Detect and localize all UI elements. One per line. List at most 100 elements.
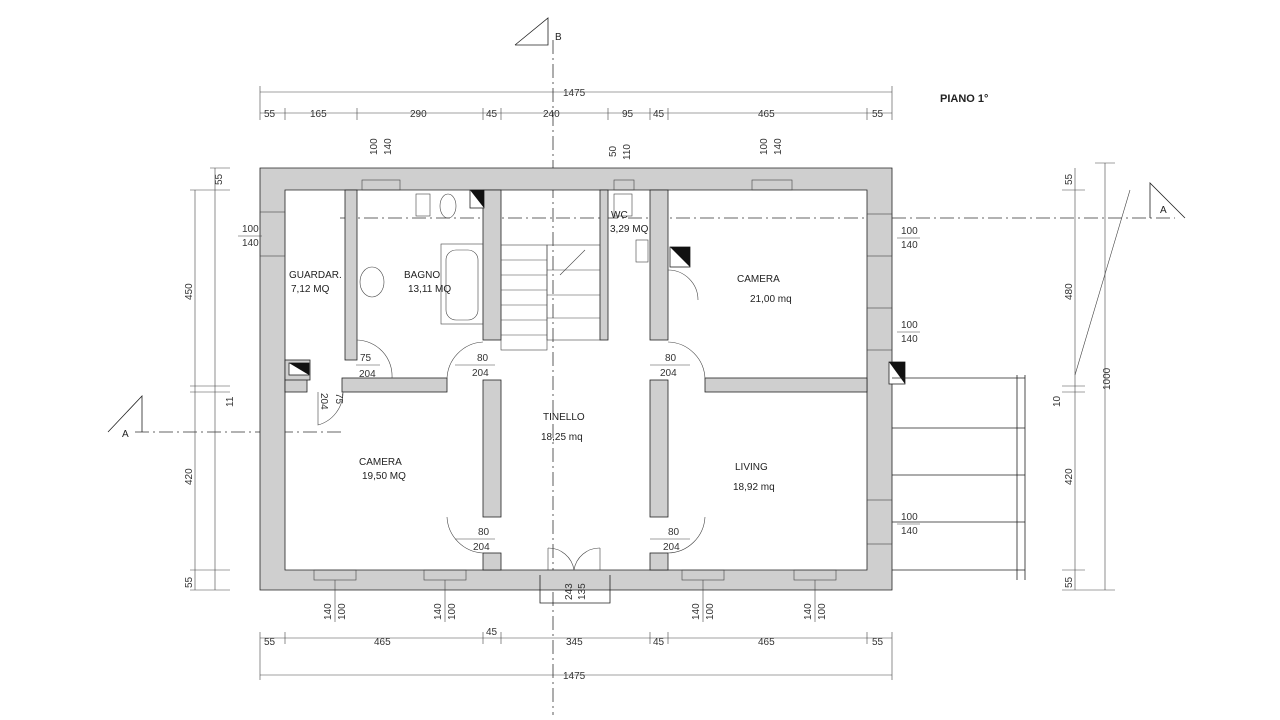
door-dim: 80 — [668, 527, 680, 538]
dim-left-seg: 11 — [225, 396, 236, 407]
dim-left-seg: 55 — [214, 173, 225, 185]
window-dim: 140 — [242, 238, 259, 249]
door-dim: 75 — [333, 393, 344, 405]
room-area: 18,92 mq — [733, 482, 775, 493]
room-tinello: TINELLO 18,25 mq — [541, 412, 585, 443]
door-swings — [317, 269, 706, 571]
dim-top-seg: 45 — [486, 109, 498, 120]
window-dim: 140 — [383, 138, 394, 155]
window-wc: 50 110 — [608, 144, 635, 191]
dim-top-seg: 95 — [622, 109, 634, 120]
vent-shafts — [288, 189, 906, 385]
exterior-walls — [259, 167, 893, 591]
window-dim: 100 — [369, 138, 380, 155]
dim-bottom-seg: 345 — [566, 637, 583, 648]
plan-title: PIANO 1° — [940, 93, 988, 105]
window-dim: 100 — [817, 603, 828, 620]
window-dim: 50 — [608, 145, 619, 157]
room-name: TINELLO — [543, 412, 585, 423]
window-bottom-2: 140 100 — [423, 569, 467, 622]
window-dim: 100 — [337, 603, 348, 620]
room-name: CAMERA — [359, 457, 402, 468]
door-dim: 204 — [660, 368, 677, 379]
door-dim: 204 — [663, 542, 680, 553]
door-dim: 80 — [477, 353, 489, 364]
dim-top-total: 1475 — [563, 88, 586, 99]
room-name: LIVING — [735, 462, 768, 473]
door-dim: 80 — [665, 353, 677, 364]
window-bagno: 100 140 — [361, 138, 401, 191]
dim-left-seg: 55 — [184, 576, 195, 588]
window-bottom-4: 140 100 — [793, 569, 837, 622]
section-marker-a-right-label: A — [1160, 205, 1167, 216]
dim-top-seg: 165 — [310, 109, 327, 120]
dim-bottom-seg: 45 — [486, 627, 498, 638]
window-dim: 140 — [433, 603, 444, 620]
room-area: 18,25 mq — [541, 432, 583, 443]
dim-right-seg: 55 — [1064, 173, 1075, 185]
window-dim: 140 — [901, 526, 918, 537]
room-name: GUARDAR. — [289, 270, 342, 281]
window-right-2: 100 140 — [866, 307, 920, 351]
pergola — [892, 189, 1131, 580]
dim-bottom-total: 1475 — [563, 671, 586, 682]
window-dim: 140 — [691, 603, 702, 620]
room-area: 3,29 MQ — [610, 224, 649, 235]
dim-right-seg: 420 — [1064, 468, 1075, 485]
section-marker-b-label: B — [555, 32, 562, 43]
room-area: 13,11 MQ — [408, 284, 451, 295]
dim-right-total: 1000 — [1102, 367, 1113, 390]
room-name: BAGNO — [404, 270, 440, 281]
bathroom-fixtures — [359, 193, 649, 325]
window-dim: 140 — [901, 334, 918, 345]
window-dim: 100 — [242, 224, 259, 235]
window-dim: 140 — [803, 603, 814, 620]
room-area: 19,50 MQ — [362, 471, 406, 482]
dimension-right: 55 480 10 420 55 1000 — [1052, 162, 1115, 591]
room-bagno: BAGNO 13,11 MQ — [404, 270, 451, 295]
dim-right-seg: 10 — [1052, 395, 1063, 407]
door-dim: 80 — [478, 527, 490, 538]
door-label-tinello-ne: 80 204 — [650, 353, 690, 379]
dim-top-seg: 240 — [543, 109, 560, 120]
window-dim: 100 — [447, 603, 458, 620]
door-dim: 204 — [318, 393, 329, 410]
window-camera-ne: 100 140 — [751, 138, 793, 191]
room-name: WC — [611, 210, 628, 221]
door-label-tinello-sw: 80 204 — [455, 527, 495, 553]
entrance-dim: 243 — [564, 583, 575, 600]
window-bottom-1: 140 100 — [313, 569, 357, 622]
dim-top-seg: 290 — [410, 109, 427, 120]
dim-bottom-seg: 465 — [374, 637, 391, 648]
door-dim: 204 — [359, 369, 376, 380]
section-marker-a-left: A — [107, 394, 143, 440]
dim-left-seg: 450 — [184, 283, 195, 300]
room-guardaroba: GUARDAR. 7,12 MQ — [289, 270, 342, 295]
door-dim: 204 — [473, 542, 490, 553]
window-dim: 140 — [323, 603, 334, 620]
window-dim: 140 — [901, 240, 918, 251]
room-camera-sw: CAMERA 19,50 MQ — [359, 457, 406, 482]
window-dim: 100 — [705, 603, 716, 620]
dim-right-seg: 480 — [1064, 283, 1075, 300]
dim-bottom-seg: 465 — [758, 637, 775, 648]
section-marker-a-left-label: A — [122, 429, 129, 440]
window-dim: 100 — [901, 512, 918, 523]
dim-bottom-seg: 55 — [264, 637, 276, 648]
window-dim: 100 — [759, 138, 770, 155]
dimension-bottom: 55 465 45 345 45 465 55 1475 — [259, 627, 893, 682]
dim-top-seg: 465 — [758, 109, 775, 120]
window-dim: 100 — [901, 226, 918, 237]
window-guardaroba-left: 100 140 — [238, 211, 286, 257]
room-name: CAMERA — [737, 274, 780, 285]
dimension-left: 55 450 11 420 55 — [184, 167, 236, 591]
section-marker-a-right: A — [1149, 182, 1186, 219]
dim-bottom-seg: 45 — [653, 637, 665, 648]
staircase — [500, 244, 601, 351]
door-label-tinello-nw: 80 204 — [455, 353, 495, 379]
room-area: 21,00 mq — [750, 294, 792, 305]
door-dim: 75 — [360, 353, 372, 364]
room-living: LIVING 18,92 mq — [733, 462, 775, 493]
room-wc: WC 3,29 MQ — [610, 210, 649, 235]
